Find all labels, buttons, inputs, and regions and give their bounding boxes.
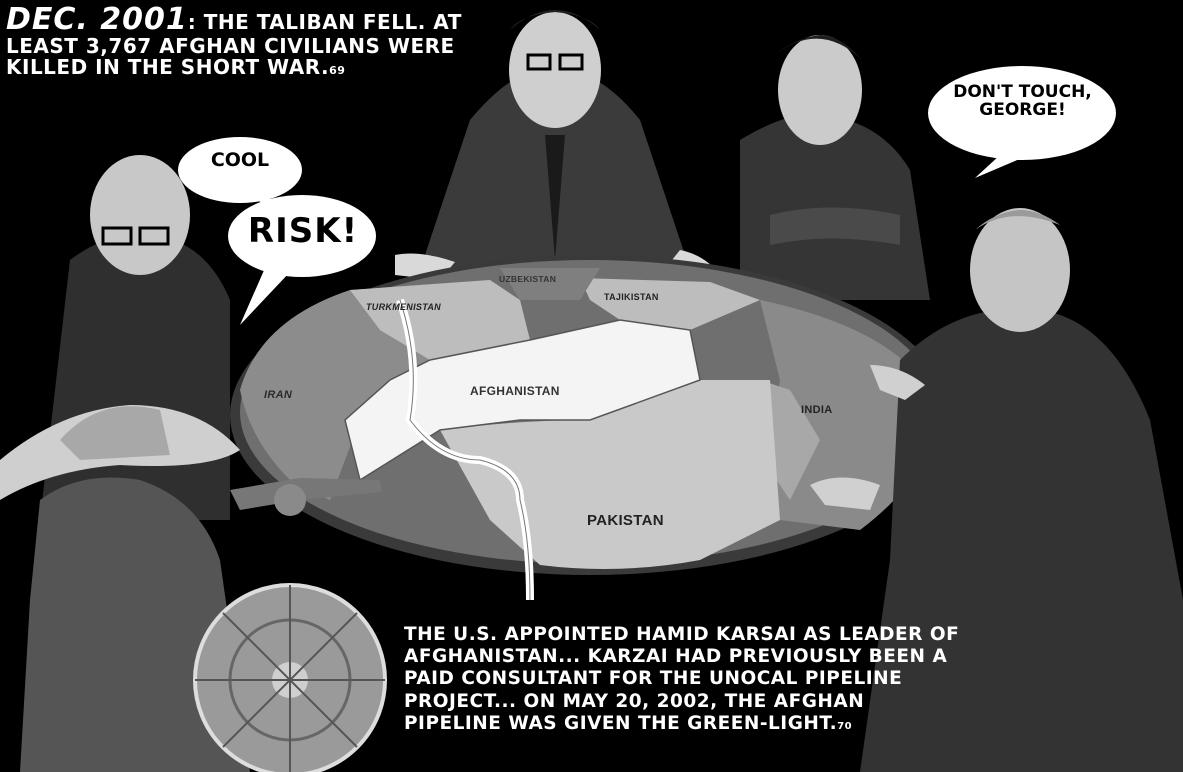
speech-bubble-cool: Cool: [210, 149, 270, 171]
bubble-risk-shape: [228, 195, 376, 325]
speech-bubble-risk: Risk!: [247, 211, 359, 251]
figure-right-back-man: [740, 35, 930, 301]
map-label-iran: Iran: [264, 389, 293, 401]
map-label-india: India: [801, 404, 833, 416]
bubble-george-shape: [928, 66, 1116, 178]
caption-bottom-text: The U.S. appointed Hamid Karsai as leade…: [404, 624, 960, 734]
map-label-afghanistan: Afghanistan: [470, 384, 560, 398]
map-label-uzbekistan: Uzbekistan: [499, 274, 557, 284]
map-label-turkmenistan: Turkmenistan: [366, 302, 441, 312]
caption-bottom: The U.S. appointed Hamid Karsai as leade…: [404, 624, 964, 735]
caption-top-text: : The Taliban fell. At least 3,767 Afgha…: [6, 10, 462, 79]
footnote-69: 69: [329, 63, 346, 77]
figure-cowboy: [0, 405, 387, 772]
caption-date: Dec. 2001: [6, 2, 188, 37]
speech-bubble-dont-touch-george: Don't touch, George!: [953, 82, 1092, 120]
map-label-pakistan: Pakistan: [587, 512, 664, 529]
map-table: [230, 255, 950, 601]
caption-top: Dec. 2001: The Taliban fell. At least 3,…: [6, 4, 526, 78]
footnote-70: 70: [837, 720, 853, 732]
map-label-tajikistan: Tajikistan: [604, 292, 659, 302]
figure-right-front-man: [810, 208, 1183, 772]
